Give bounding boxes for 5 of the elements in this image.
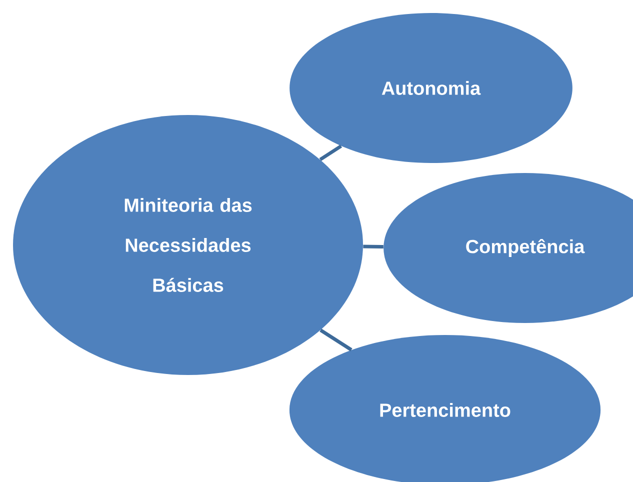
connector-line xyxy=(320,328,352,352)
ellipse-node: Miniteoria das Necessidades Básicas xyxy=(13,115,363,375)
connector-line xyxy=(319,144,342,162)
connector-line xyxy=(363,244,384,248)
ellipse-node: Autonomia xyxy=(290,13,572,163)
